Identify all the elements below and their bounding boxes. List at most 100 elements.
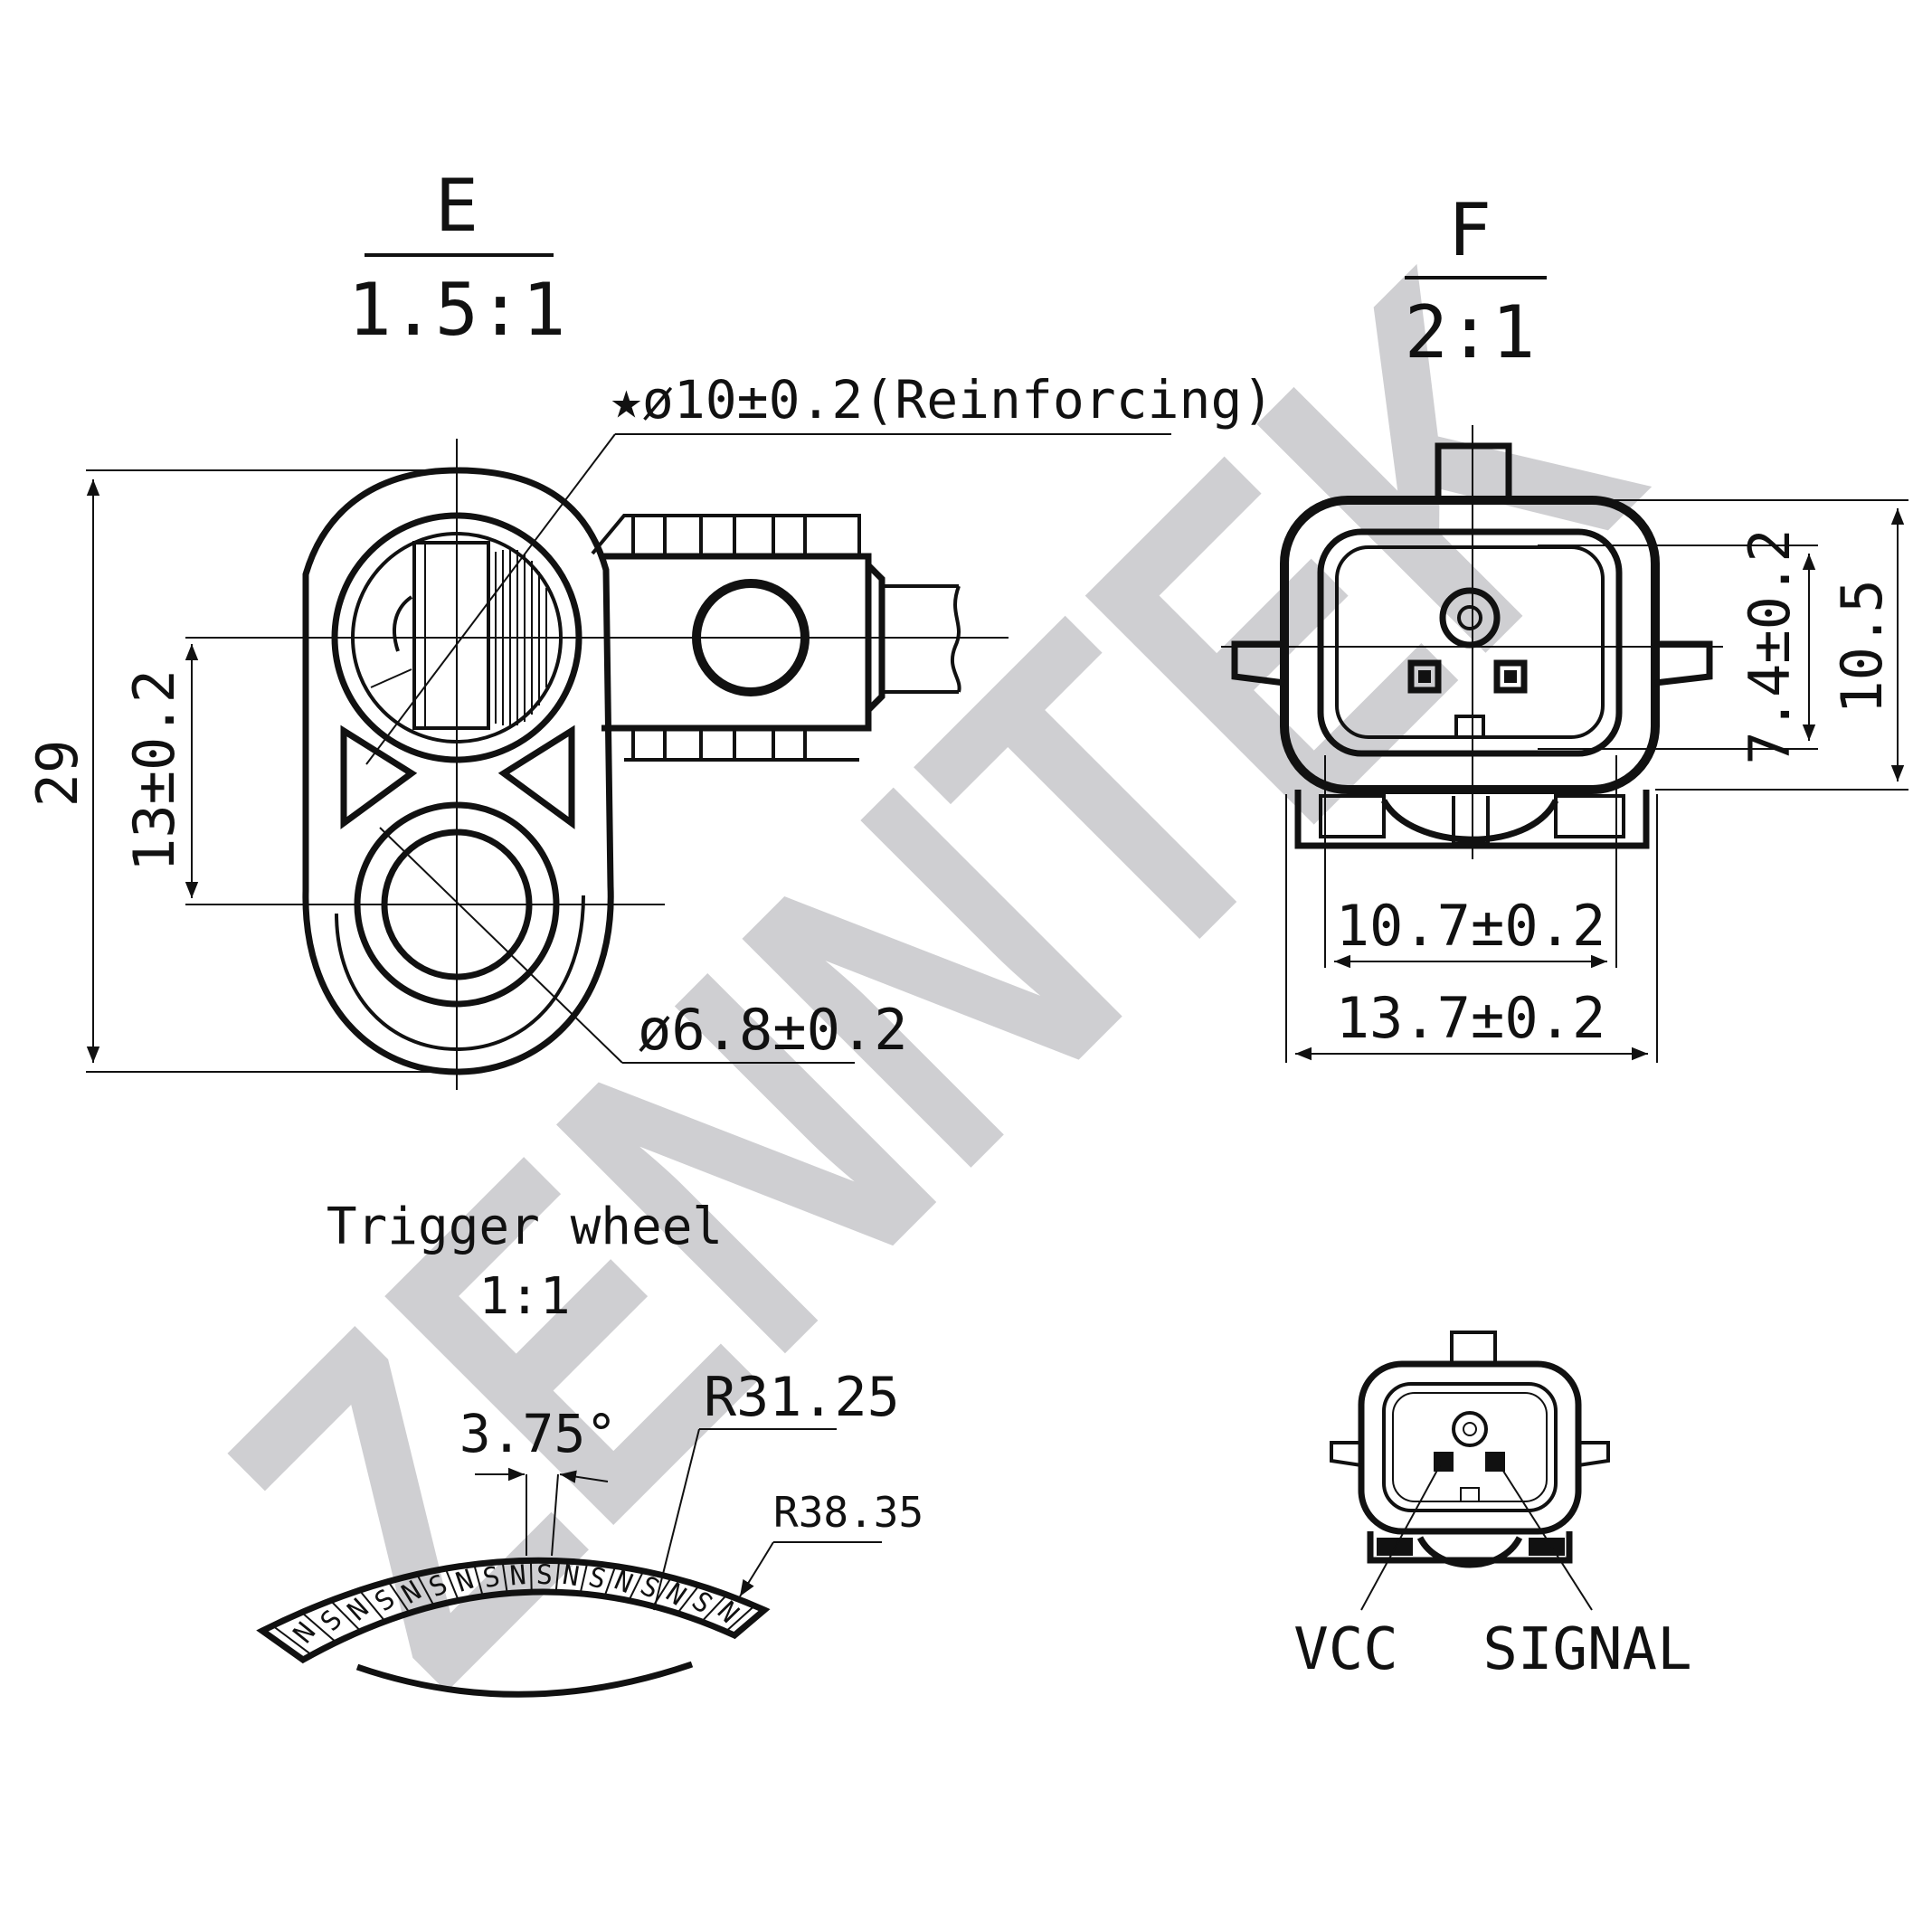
pinout-view: VCC SIGNAL	[1293, 1331, 1692, 1683]
mounting-hole-boss	[354, 801, 560, 1008]
pole-divider	[677, 1585, 700, 1615]
chip-lead	[370, 668, 412, 688]
r38-leader	[739, 1541, 774, 1597]
view-e-scale: 1.5:1	[348, 268, 566, 352]
signal-label: SIGNAL	[1482, 1616, 1691, 1683]
connector-cavity-outer	[1317, 528, 1623, 757]
view-e-title: E	[435, 164, 478, 248]
trigger-wheel-scale: 1:1	[478, 1267, 570, 1326]
pole-label: N	[508, 1559, 527, 1592]
pole-divider	[501, 1561, 508, 1594]
inner-radius-label: R31.25	[704, 1366, 900, 1429]
pinout-boot-tab-right	[1529, 1538, 1565, 1556]
dim-10-7-label: 10.7±0.2	[1336, 893, 1606, 959]
hole-leader	[379, 827, 623, 1064]
view-e: E 1.5:1	[24, 164, 1274, 1090]
mounting-hole	[381, 829, 533, 980]
connector-boot-key	[1452, 796, 1490, 846]
view-f: F 2:1 7.4±0.2	[1221, 188, 1908, 1063]
connector-boot-curve	[1380, 799, 1559, 843]
reinforcing-callout: ★ø10±0.2(Reinforcing)	[611, 369, 1274, 431]
vcc-leader	[1360, 1464, 1441, 1611]
pole-divider	[358, 1589, 386, 1623]
signal-leader	[1499, 1464, 1593, 1611]
chip-ridges	[424, 543, 547, 728]
pole-divider	[473, 1564, 484, 1597]
pinout-center-ring	[1452, 1411, 1488, 1447]
r31-leader	[653, 1428, 700, 1611]
pin-vcc-fill	[1418, 670, 1431, 683]
angle-ext-right	[551, 1473, 559, 1557]
pinout-latch	[1450, 1331, 1497, 1366]
pole-divider	[628, 1570, 645, 1602]
outer-radius-label: R38.35	[773, 1488, 923, 1537]
pinout-ear-right	[1577, 1441, 1610, 1467]
trigger-wheel-inner-arc	[355, 1661, 694, 1698]
reinforcing-ring-inner	[351, 532, 563, 743]
pin-signal-fill	[1504, 670, 1517, 683]
hole-dim-label: ø6.8±0.2	[638, 997, 908, 1063]
reinforcing-ring-outer	[331, 512, 582, 763]
pole-divider	[529, 1560, 533, 1593]
pinout-boot	[1367, 1531, 1573, 1564]
cable-housing-top	[591, 514, 861, 556]
cable-bore	[692, 579, 810, 696]
reinforcing-leader	[365, 433, 616, 765]
vcc-label: VCC	[1293, 1616, 1398, 1683]
pole-divider	[701, 1594, 728, 1623]
connector-cavity-inner	[1335, 545, 1605, 739]
connector-ear-left	[1231, 640, 1285, 687]
pole-divider	[603, 1566, 617, 1597]
pole-divider	[724, 1605, 755, 1633]
sensor-body-inner-outline	[335, 895, 585, 1052]
pinout-ear-left	[1330, 1441, 1362, 1467]
pole-divider	[271, 1624, 313, 1656]
pinout-key	[1460, 1487, 1480, 1502]
pole-divider	[579, 1562, 589, 1595]
pole-label: S	[315, 1604, 349, 1637]
pin-vcc-square	[1407, 659, 1442, 694]
pin-center	[1457, 605, 1482, 630]
trigger-wheel-band	[256, 1557, 771, 1664]
dim-29-label: 29	[24, 740, 90, 808]
pole-divider	[387, 1581, 411, 1614]
chip-lens	[393, 595, 413, 652]
pole-divider	[444, 1567, 459, 1601]
connector-boot-tabs	[1319, 794, 1625, 838]
pole-label: N	[288, 1617, 323, 1650]
pinout-boot-curve	[1416, 1536, 1523, 1568]
dim-7-4-label: 7.4±0.2	[1737, 528, 1803, 764]
pitch-angle-label: 3.75°	[459, 1403, 618, 1464]
pole-divider	[300, 1611, 337, 1643]
triangle-right	[497, 724, 575, 829]
pole-divider	[416, 1574, 435, 1607]
connector-ear-right	[1654, 640, 1713, 687]
dim-10-5-label: 10.5	[1829, 579, 1895, 714]
pole-divider	[329, 1599, 362, 1633]
cable-break	[950, 585, 961, 693]
dim-13-7-label: 13.7±0.2	[1336, 985, 1606, 1051]
triangle-left	[340, 724, 418, 829]
view-f-title: F	[1448, 188, 1492, 272]
cable	[882, 584, 959, 694]
connector-key	[1454, 715, 1485, 737]
trigger-wheel-title: Trigger wheel	[327, 1198, 723, 1256]
pinout-vcc-pin	[1434, 1452, 1454, 1472]
pole-divider	[554, 1560, 561, 1593]
pin-signal-square	[1493, 659, 1528, 694]
pinout-cavity	[1382, 1382, 1558, 1512]
cable-fins	[624, 514, 859, 762]
angle-arrow-right	[559, 1470, 609, 1483]
view-f-scale: 2:1	[1405, 290, 1536, 374]
cable-ferrule	[866, 563, 886, 713]
sensor-chip	[412, 541, 490, 730]
pole-label: S	[535, 1559, 553, 1592]
dim-13-label: 13±0.2	[121, 669, 187, 872]
pin-center-ring	[1439, 587, 1501, 649]
pinout-center	[1463, 1422, 1477, 1436]
pole-label: N	[560, 1559, 582, 1593]
pinout-housing	[1358, 1360, 1582, 1535]
